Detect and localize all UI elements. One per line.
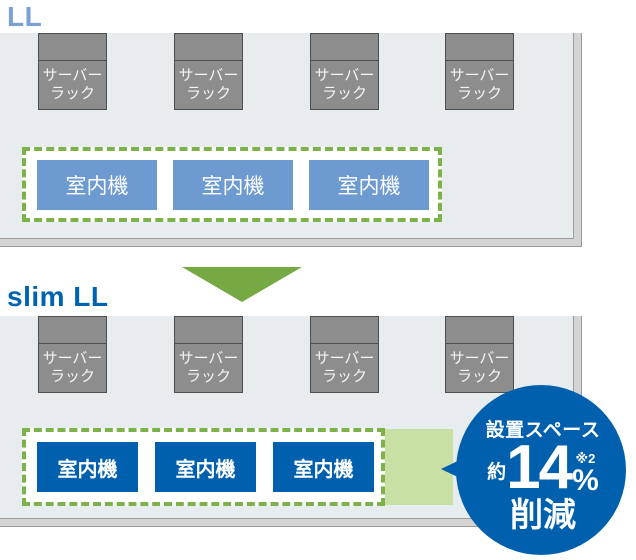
server-rack: サーバー ラック [445, 316, 514, 393]
rack-label-line1: サーバー [314, 349, 375, 367]
rack-top-panel [311, 317, 378, 344]
server-rack: サーバー ラック [445, 33, 514, 110]
rack-label-line1: サーバー [42, 349, 103, 367]
server-rack: サーバー ラック [38, 316, 107, 393]
rack-label: サーバー ラック [311, 344, 378, 392]
callout-unit: % [572, 463, 599, 497]
rack-label-line2: ラック [185, 368, 231, 385]
rack-top-panel [446, 34, 513, 61]
rack-label: サーバー ラック [311, 61, 378, 109]
indoor-unit-zone-after: 室内機 室内機 室内機 [22, 428, 385, 506]
rack-label-line1: サーバー [449, 349, 510, 367]
callout-heading: 設置スペース [485, 419, 601, 441]
rack-label: サーバー ラック [446, 61, 513, 109]
server-rack: サーバー ラック [174, 33, 243, 110]
callout-value-row: 約 14 ※2 % [487, 432, 599, 502]
indoor-unit: 室内機 [37, 159, 157, 210]
rack-top-panel [175, 317, 242, 344]
indoor-unit: 室内機 [173, 159, 293, 210]
rack-top-panel [311, 34, 378, 61]
rack-top-panel [446, 317, 513, 344]
rack-label: サーバー ラック [39, 61, 106, 109]
server-rack: サーバー ラック [38, 33, 107, 110]
callout-value: 14 [506, 432, 573, 502]
rack-top-panel [39, 317, 106, 344]
rack-label-line1: サーバー [42, 66, 103, 84]
rack-label-line1: サーバー [178, 349, 239, 367]
indoor-unit: 室内機 [273, 442, 374, 492]
rack-label-line2: ラック [49, 85, 95, 102]
floor-before-surface: サーバー ラック サーバー ラック サーバー ラック [0, 33, 574, 239]
rack-label-line2: ラック [185, 85, 231, 102]
floor-before: サーバー ラック サーバー ラック サーバー ラック [0, 33, 582, 247]
callout-approx: 約 [487, 462, 507, 484]
callout-badge: 設置スペース 約 14 ※2 % 削減 [456, 385, 626, 555]
callout-suffix: 削減 [510, 496, 576, 534]
section-title-after: slim LL [7, 281, 109, 312]
indoor-unit: 室内機 [155, 442, 256, 492]
callout-footnote: ※2 [575, 450, 596, 466]
rack-top-panel [39, 34, 106, 61]
rack-top-panel [175, 34, 242, 61]
indoor-unit: 室内機 [37, 442, 138, 492]
rack-label-line1: サーバー [178, 66, 239, 84]
rack-label: サーバー ラック [175, 344, 242, 392]
rack-label-line1: サーバー [314, 66, 375, 84]
rack-label-line2: ラック [49, 368, 95, 385]
rack-label: サーバー ラック [175, 61, 242, 109]
server-rack: サーバー ラック [310, 33, 379, 110]
server-rack: サーバー ラック [310, 316, 379, 393]
down-arrow-icon [182, 267, 302, 302]
callout-unit-group: ※2 % [572, 450, 599, 497]
section-title-before: LL [7, 1, 43, 32]
rack-label-line2: ラック [456, 85, 502, 102]
rack-label-line1: サーバー [449, 66, 510, 84]
rack-label-line2: ラック [321, 368, 367, 385]
indoor-unit: 室内機 [309, 159, 429, 210]
indoor-unit-zone-before: 室内機 室内機 室内機 [22, 147, 442, 222]
rack-label-line2: ラック [456, 368, 502, 385]
rack-label: サーバー ラック [446, 344, 513, 392]
rack-label-line2: ラック [321, 85, 367, 102]
server-rack: サーバー ラック [174, 316, 243, 393]
rack-label: サーバー ラック [39, 344, 106, 392]
